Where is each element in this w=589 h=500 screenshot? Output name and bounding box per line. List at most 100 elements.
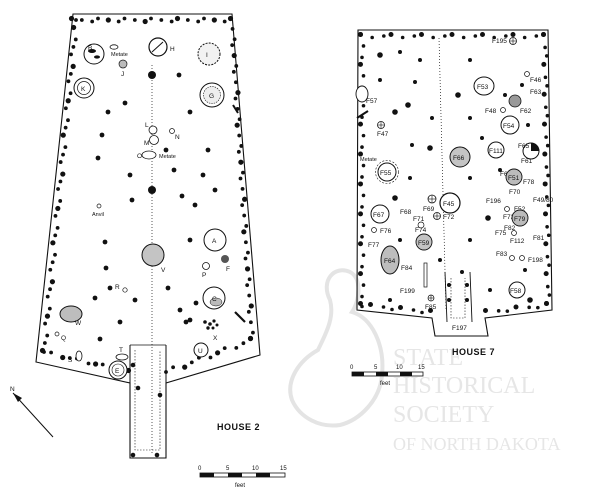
posthole [148,186,156,194]
posthole [498,168,502,172]
posthole [149,16,153,21]
posthole [468,58,472,62]
posthole [230,26,235,31]
posthole [183,319,189,325]
posthole [50,260,55,265]
posthole [105,17,111,23]
posthole [233,96,238,101]
feature-t: T [115,347,129,361]
posthole [95,155,101,161]
feature-r: R [115,284,128,293]
feature-s: S [68,350,83,364]
svg-text:F83: F83 [496,251,508,258]
posthole [39,347,46,354]
posthole [105,109,111,115]
posthole [544,301,549,306]
north-arrow: N [10,386,54,438]
posthole [243,240,248,245]
posthole [171,365,176,370]
posthole [63,145,68,150]
svg-text:F69: F69 [423,206,435,213]
posthole [148,71,156,79]
posthole [510,32,516,37]
posthole [99,132,105,138]
watermark-line-4: OF NORTH DAKOTA [393,434,560,454]
house-2-log-upper [232,104,239,114]
posthole [248,303,254,309]
metate-stone-1 [109,44,119,50]
posthole [122,16,127,21]
posthole [135,385,141,391]
svg-text:Metate: Metate [360,157,377,163]
svg-text:F198: F198 [528,257,543,264]
svg-text:F74: F74 [415,227,427,234]
posthole [242,213,247,218]
feature-w: W [59,305,83,327]
posthole [361,253,366,257]
feature-f52: F52 [504,206,526,213]
house-7-entry-inner [450,278,466,319]
posthole [361,163,366,168]
feature-f196: F196 [486,198,501,205]
posthole [117,319,123,325]
posthole [544,54,549,58]
svg-text:0: 0 [350,365,354,371]
posthole [546,203,551,208]
posthole [247,277,252,282]
posthole [58,179,63,184]
posthole [238,176,243,181]
watermark-line-1: STATE [393,345,463,371]
posthole [69,52,73,57]
svg-text:feet: feet [235,483,245,489]
posthole [163,147,169,153]
svg-text:15: 15 [418,365,425,371]
label-f61: F61 [521,158,533,165]
svg-text:J: J [121,71,124,78]
feature-f72: F72 [433,212,455,221]
posthole [360,145,364,149]
posthole [483,308,488,313]
posthole [392,109,398,115]
posthole [361,103,366,108]
svg-text:O: O [137,153,142,160]
feature-f64: F64 [380,245,400,275]
svg-text:5: 5 [374,365,378,371]
posthole [377,52,383,58]
svg-text:V: V [161,267,166,274]
posthole [61,152,65,157]
svg-text:10: 10 [396,365,403,371]
posthole [130,362,136,368]
posthole [237,117,242,122]
posthole [244,266,251,272]
posthole [55,225,60,230]
feature-f57: F57 [355,85,378,105]
posthole [246,250,250,255]
posthole [398,238,402,242]
posthole [243,256,248,261]
feature-f45: F45 [439,192,461,214]
posthole [388,298,392,302]
posthole [361,193,366,198]
feature-g: G [199,82,225,108]
posthole [53,214,58,218]
posthole [449,32,455,37]
house-7-log [356,110,369,119]
posthole [235,90,241,96]
posthole [212,187,218,193]
posthole [480,32,485,37]
svg-text:M: M [144,140,149,147]
watermark-line-2: HISTORICAL [393,373,535,399]
posthole [122,100,128,106]
posthole [222,19,227,24]
label-f63: F63 [530,89,542,96]
posthole [182,364,188,370]
posthole [43,321,47,326]
feature-f199: F199 [400,262,428,295]
posthole [176,72,182,78]
posthole [47,306,52,311]
svg-text:N: N [10,386,15,393]
posthole [504,34,508,38]
feature-f58: F58 [508,281,526,299]
posthole [68,91,73,96]
feature-c: C [202,286,226,310]
